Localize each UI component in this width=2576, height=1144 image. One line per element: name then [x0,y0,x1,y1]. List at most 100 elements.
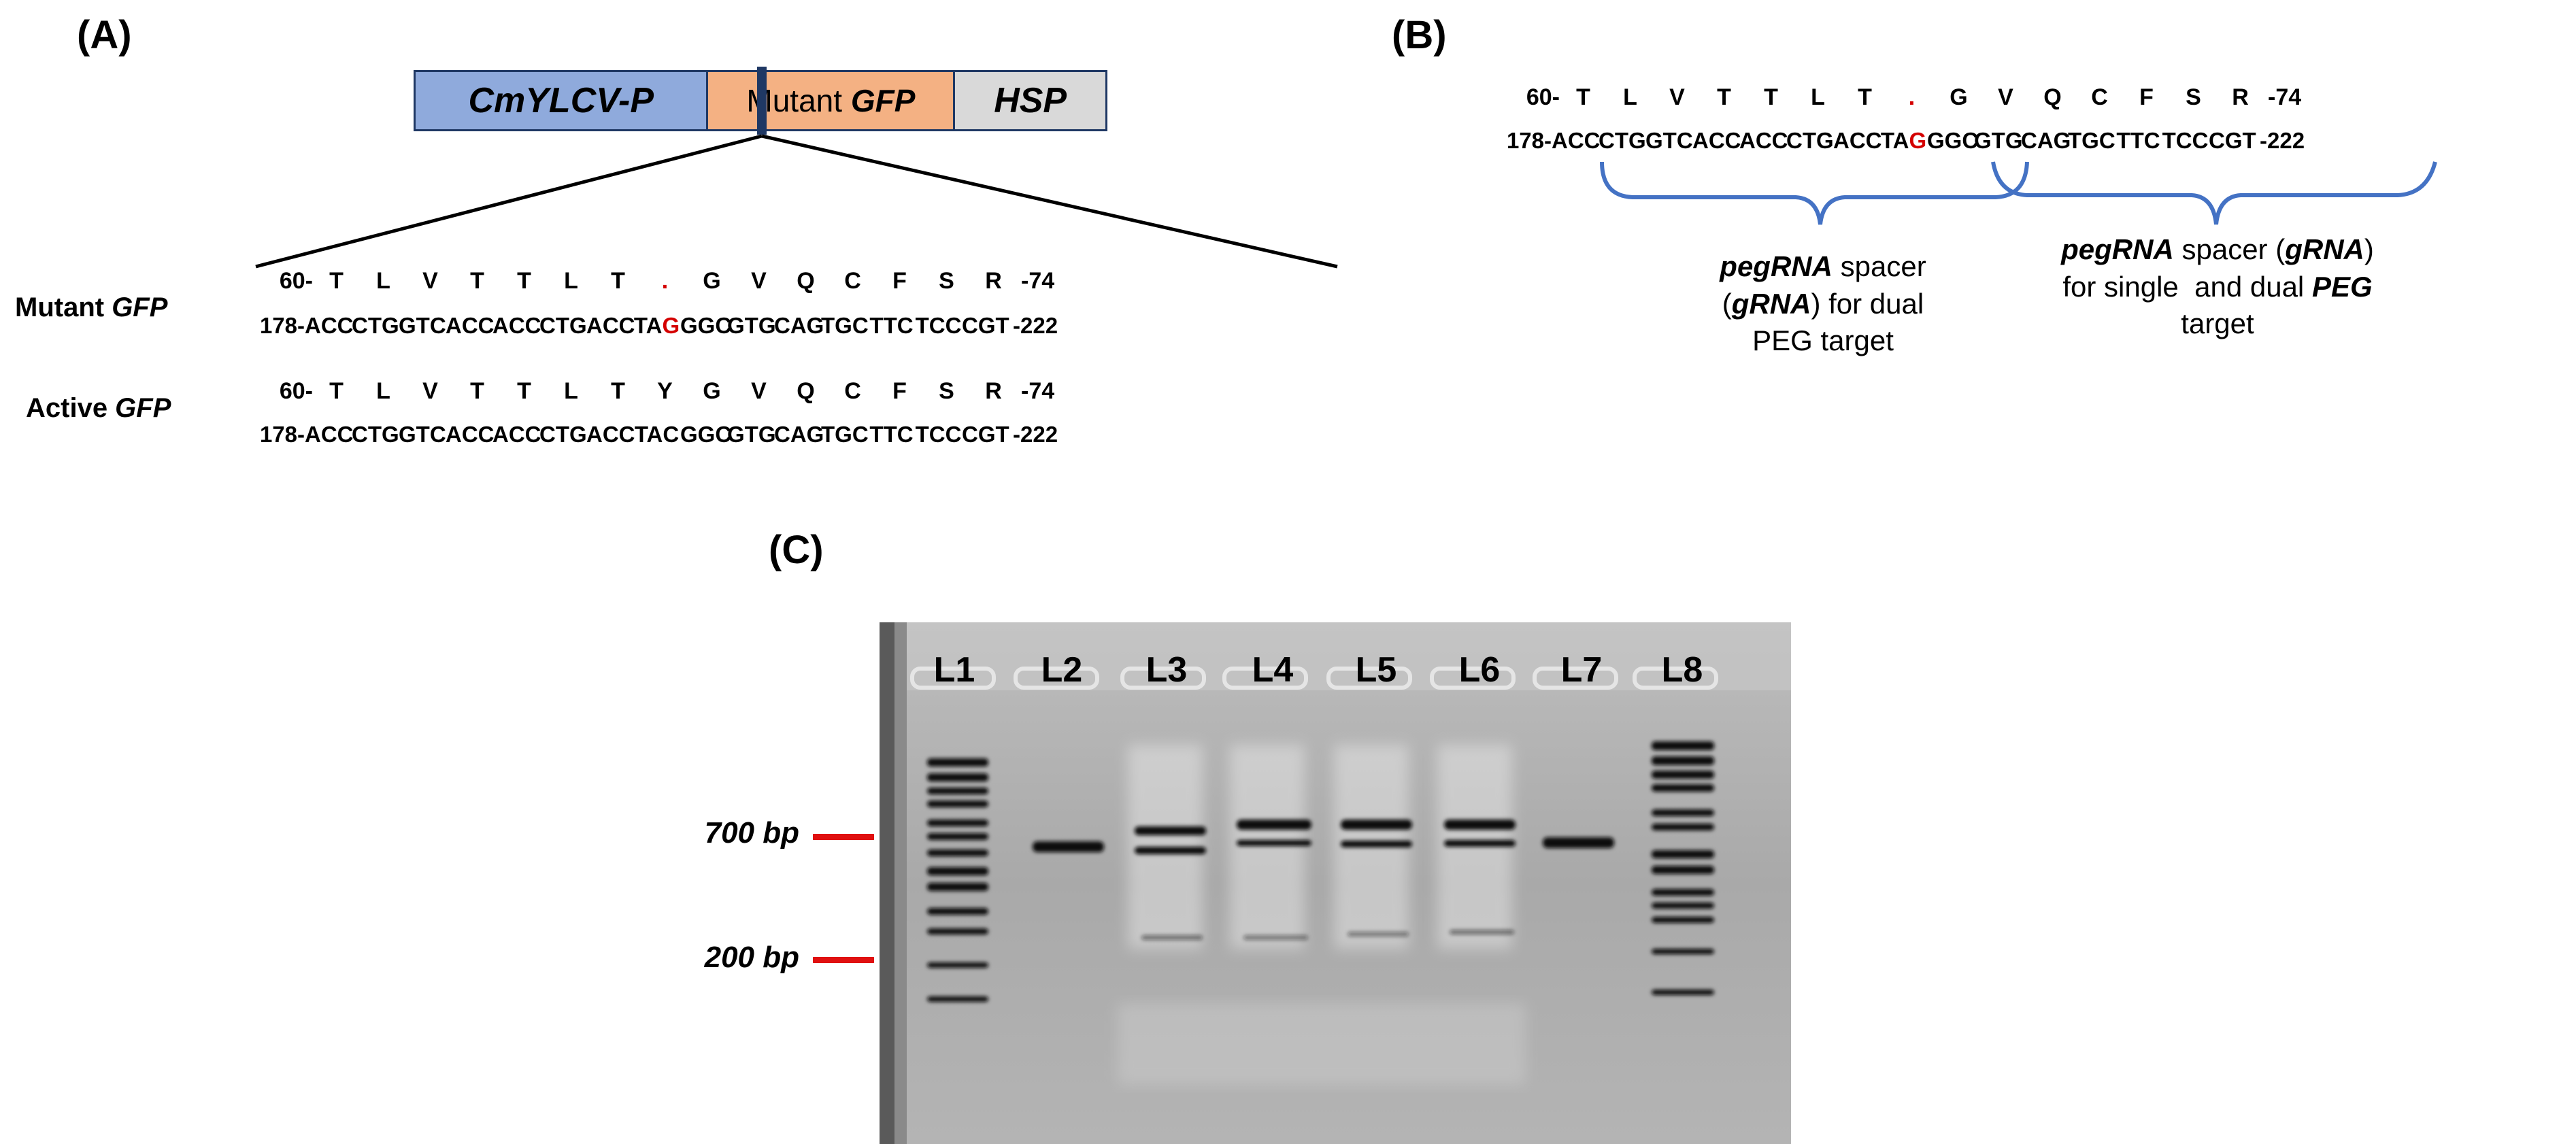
amino-acid: R [2232,84,2249,110]
marker-700bp-line [813,834,874,840]
lane-label-5: L5 [1355,650,1397,690]
codon: CGT [962,422,1009,447]
amino-acid: V [751,268,767,294]
amino-acid: T [611,268,625,294]
amino-acid: L [1811,84,1825,110]
amino-acid: T [1717,84,1731,110]
amino-acid: L [564,268,578,294]
codon: CTG [539,313,587,338]
seq-end: -222 [1013,422,1058,447]
single-brace [1991,161,2437,225]
codon: CAG [2021,128,2071,153]
lane-label-4: L4 [1252,650,1294,690]
amino-acid: Q [797,378,815,404]
codon: TGC [821,313,869,338]
codon: CTG [352,313,399,338]
amino-acid: L [1623,84,1637,110]
mutant-codon: TAG [633,313,680,338]
amino-acid: L [564,378,578,404]
lane-label-6: L6 [1458,650,1501,690]
amino-acid: L [376,268,390,294]
codon: GTG [727,313,776,338]
amino-acid: T [517,378,531,404]
lane-label-1: L1 [933,650,975,690]
codon: TCC [915,422,962,447]
codon: CGT [2209,128,2256,153]
codon: TCC [2162,128,2209,153]
codon: GTG [1974,128,2023,153]
dual-spacer-label: pegRNA spacer (gRNA) for dual PEG target [1720,250,1926,357]
codon: ACC [492,422,541,447]
promoter-label: CmYLCV-P [468,81,654,120]
seq-start: 178- [259,313,305,338]
codon: ACC [446,422,495,447]
mutant-codon: TAG [1880,128,1927,153]
amino-acid: T [329,378,344,404]
agarose-gel: L1 L2 L3 L4 L5 L6 L7 L8 [880,622,1791,1144]
zoom-line-right [761,134,1338,269]
codon: GTC [399,422,446,447]
terminator-segment: HSP [953,72,1105,129]
lane-label-2: L2 [1041,650,1083,690]
amino-acid: S [939,268,954,294]
codon: ACC [305,313,354,338]
seq-end: -74 [2268,84,2302,110]
codon: TCC [915,313,962,338]
seq-end: -222 [1013,313,1058,338]
amino-acid: T [517,268,531,294]
lane-label-7: L7 [1560,650,1603,690]
codon: ACC [586,313,635,338]
codon: CTG [352,422,399,447]
lane-label-8: L8 [1661,650,1703,690]
codon: ACC [1552,128,1601,153]
amino-acid: F [2139,84,2154,110]
gene-construct: CmYLCV-P Mutant GFP HSP [414,70,1107,131]
codon: TTC [869,313,914,338]
mutant-base: G [1909,128,1927,153]
gel-bands [927,741,1714,1002]
seq-start: 178- [259,422,305,447]
codon: CAG [774,422,824,447]
single-spacer-label: pegRNA spacer (gRNA) for single and dual… [2061,233,2374,340]
lane-label-3: L3 [1145,650,1188,690]
codon: CTG [1599,128,1646,153]
marker-700bp-label: 700 bp [704,816,799,849]
active-gfp-label: Active GFP [26,393,171,423]
codon: TTC [869,422,914,447]
codon: TGC [821,422,869,447]
amino-acid: F [892,268,907,294]
codon: ACC [1692,128,1741,153]
seq-end: -74 [1021,378,1055,404]
amino-acid: T [1764,84,1778,110]
panel-b-label: (B) [1392,13,1447,57]
codon: CTG [1786,128,1834,153]
amino-acid: R [985,378,1002,404]
amino-acid: T [470,378,484,404]
seq-end: -74 [1021,268,1055,294]
codon: GGC [1927,128,1979,153]
amino-acid: V [422,378,438,404]
seq-start: 178- [1506,128,1552,153]
gel-wells [910,667,1718,690]
amino-acid: G [703,268,721,294]
codon: CTG [539,422,587,447]
seq-end: -222 [2260,128,2305,153]
codon: ACC [492,313,541,338]
codon: TAC [634,422,680,447]
mutant-gfp-label: Mutant GFP [15,292,168,322]
amino-acid: G [1950,84,1968,110]
codon: CGT [962,313,1009,338]
amino-acid: C [844,268,861,294]
gene-label-italic: GFP [850,83,916,118]
seq-start: 60- [1526,84,1560,110]
amino-acid: Q [2043,84,2062,110]
codon: TTC [2116,128,2160,153]
codon: GTC [399,313,446,338]
amino-acid: T [1576,84,1590,110]
